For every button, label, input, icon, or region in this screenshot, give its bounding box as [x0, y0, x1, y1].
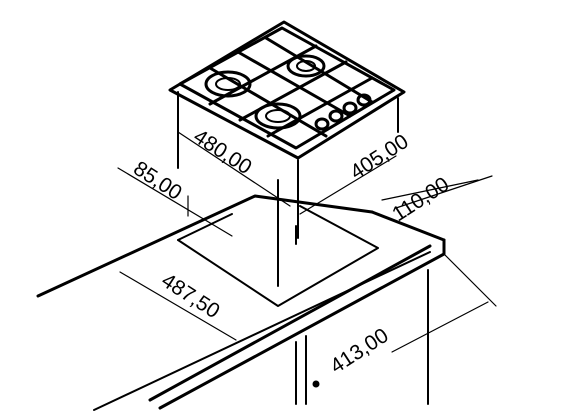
dim-side-offset: 110,00 [388, 173, 453, 226]
control-knobs [314, 93, 372, 131]
dim-cutout-width: 413,00 [326, 324, 392, 378]
dim-hob-width: 405,00 [346, 130, 412, 184]
cabinet-knob [312, 380, 320, 388]
worktop [36, 194, 446, 411]
dim-hob-depth: 480,00 [189, 125, 255, 179]
dim-cutout-depth: 487,50 [157, 269, 223, 323]
pan-support-grate [178, 26, 396, 150]
gas-hob [168, 20, 406, 239]
burners [204, 54, 326, 130]
dimension-lines [117, 131, 497, 353]
worktop-cutout [177, 205, 379, 307]
